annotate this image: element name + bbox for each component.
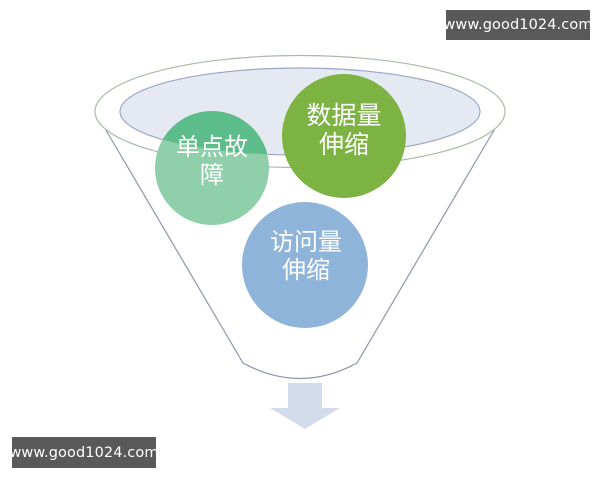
bubble-data-volume[interactable]	[282, 74, 406, 198]
bubble-traffic-volume[interactable]	[242, 202, 368, 328]
down-arrow-icon	[270, 383, 340, 429]
watermark-bottom-left: www.good1024.com	[9, 437, 158, 468]
watermark-top-right: www.good1024.com	[443, 10, 592, 40]
bubble-spof[interactable]	[155, 111, 269, 225]
funnel-cone-outline-overlay	[120, 155, 480, 379]
